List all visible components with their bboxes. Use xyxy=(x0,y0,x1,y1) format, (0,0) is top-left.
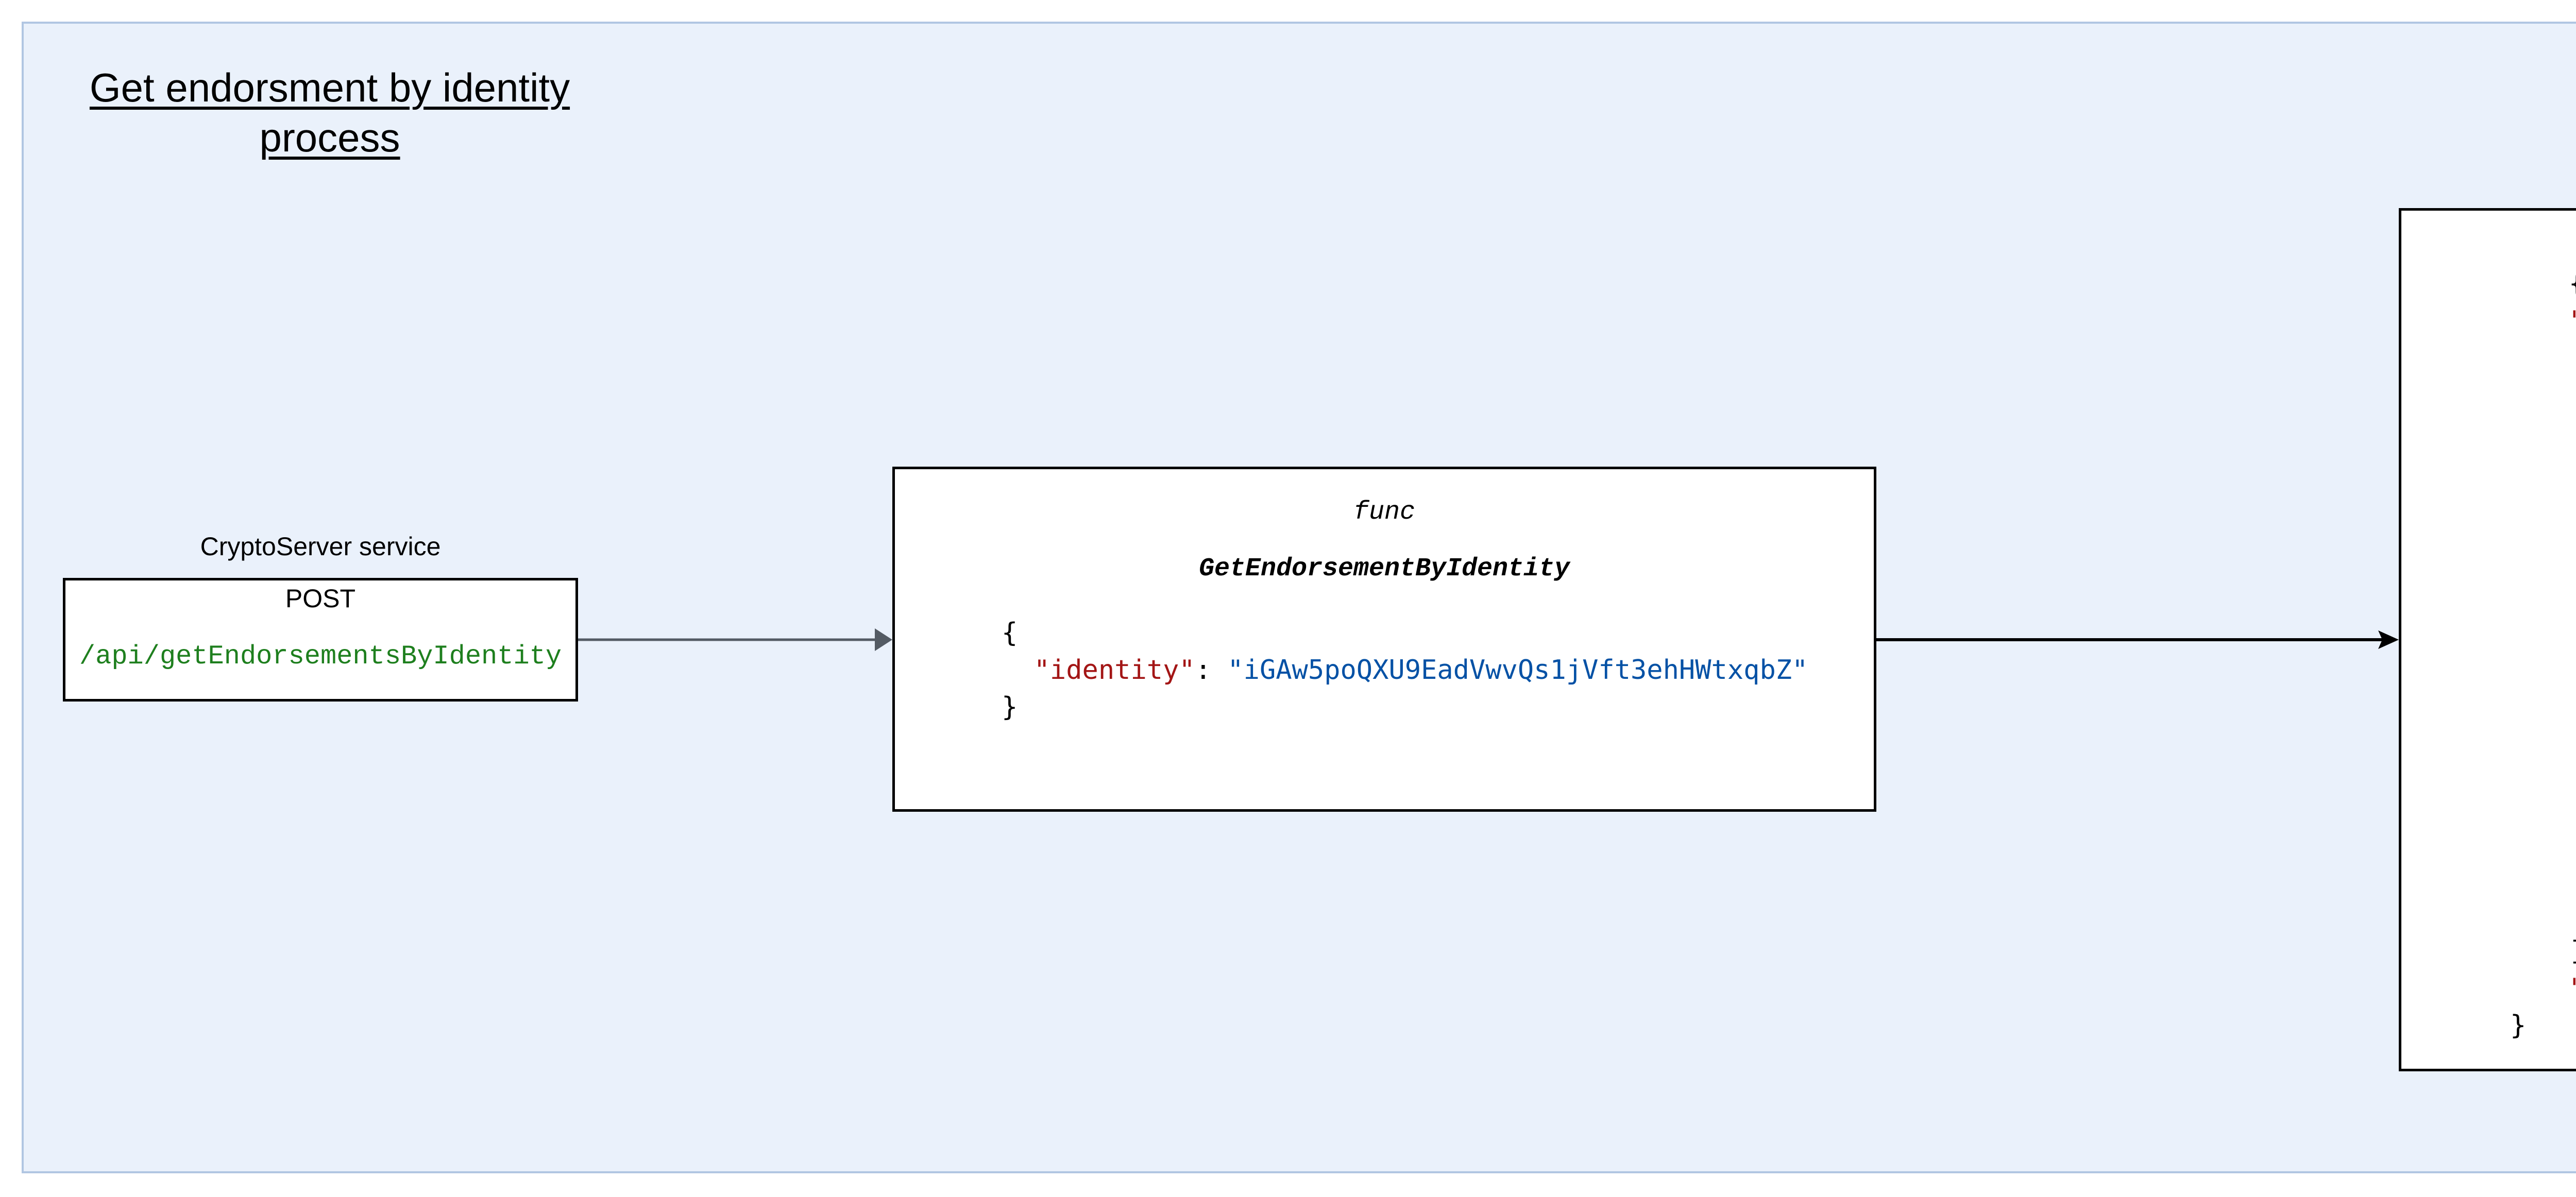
request-json: { "identity": "iGAw5poQXU9EadVwvQs1jVft3… xyxy=(1002,614,1808,726)
json-line: ], xyxy=(2510,933,2576,970)
diagram-title-line-2: process xyxy=(259,115,400,160)
service-label: CryptoServer service xyxy=(200,532,441,561)
response-json: {"endorsements": [{"version": string,"fl… xyxy=(2510,265,2576,1044)
json-brace-open: { xyxy=(1002,618,1018,648)
json-key-identity: "identity" xyxy=(1033,655,1195,686)
json-punctuation: { xyxy=(2569,268,2576,299)
json-punctuation: } xyxy=(2510,1010,2527,1041)
json-colon: : xyxy=(1195,655,1228,686)
json-key: "endorsements" xyxy=(2569,305,2576,336)
api-path: /api/getEndorsementsByIdentity xyxy=(79,641,562,672)
func-keyword: func xyxy=(1353,498,1416,527)
json-punctuation: ], xyxy=(2569,936,2576,967)
arrow-service-to-func xyxy=(578,628,892,651)
json-value-identity: "iGAw5poQXU9EadVwvQs1jVft3ehHWtxqbZ" xyxy=(1227,655,1808,686)
json-line: } xyxy=(2510,1007,2576,1044)
json-brace-close: } xyxy=(1002,692,1018,723)
json-key: "error" xyxy=(2569,973,2576,1004)
resp-box[interactable]: resp: {"endorsements": [{"version": stri… xyxy=(2399,208,2576,1071)
func-name: GetEndorsementByIdentity xyxy=(1198,554,1570,584)
func-box[interactable]: func GetEndorsementByIdentity { "identit… xyxy=(892,467,1876,812)
http-method: POST xyxy=(285,584,356,613)
diagram-title-line-1: Get endorsment by identity xyxy=(89,65,570,110)
diagram-title: Get endorsment by identity process xyxy=(72,63,587,163)
json-line: "error": string xyxy=(2510,970,2576,1007)
json-line: { xyxy=(2510,265,2576,302)
arrow-func-to-resp xyxy=(1876,630,2399,649)
service-endpoint-box[interactable]: POST /api/getEndorsementsByIdentity xyxy=(63,578,578,702)
json-line: "endorsements": [ xyxy=(2510,302,2576,339)
